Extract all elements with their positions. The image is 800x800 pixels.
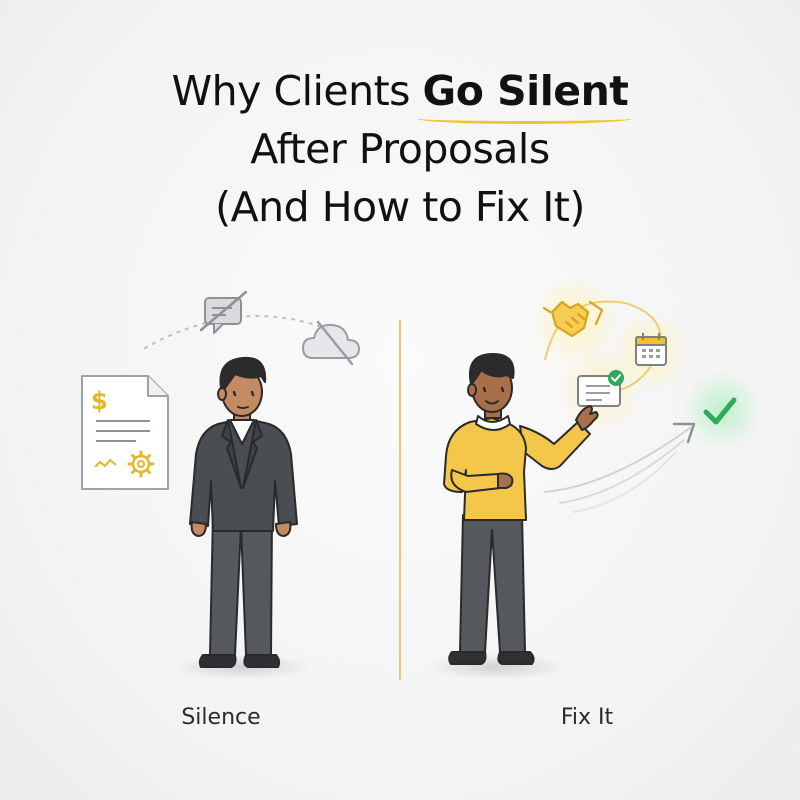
glow-checkmark bbox=[682, 370, 762, 450]
dollar-icon: $ bbox=[91, 387, 108, 415]
man-in-sweater bbox=[443, 353, 599, 665]
headline-text: Why Clients bbox=[171, 67, 423, 115]
calendar-icon bbox=[635, 333, 667, 366]
trend-arrow-icon bbox=[544, 422, 696, 513]
handshake-icon bbox=[542, 300, 604, 338]
headline-line-1: Why Clients Go Silent bbox=[0, 62, 800, 124]
headline-line-3: (And How to Fix It) bbox=[215, 183, 585, 231]
gear-icon bbox=[127, 450, 155, 478]
message-check-icon bbox=[577, 370, 624, 407]
muted-chat-icon bbox=[199, 290, 248, 334]
label-fix-it: Fix It bbox=[560, 705, 614, 730]
document-icon: $ bbox=[81, 375, 169, 490]
disconnected-cloud-icon bbox=[301, 320, 361, 366]
man-in-suit bbox=[189, 356, 298, 668]
headline-highlight: Go Silent bbox=[416, 62, 633, 124]
checkmark-icon bbox=[703, 397, 737, 425]
ground-shadow-left bbox=[173, 654, 313, 680]
label-silence: Silence bbox=[181, 705, 261, 730]
ground-shadow-right bbox=[427, 654, 567, 680]
headline: Why Clients Go Silent After Proposals (A… bbox=[0, 62, 800, 236]
headline-line-2: After Proposals bbox=[250, 125, 550, 173]
